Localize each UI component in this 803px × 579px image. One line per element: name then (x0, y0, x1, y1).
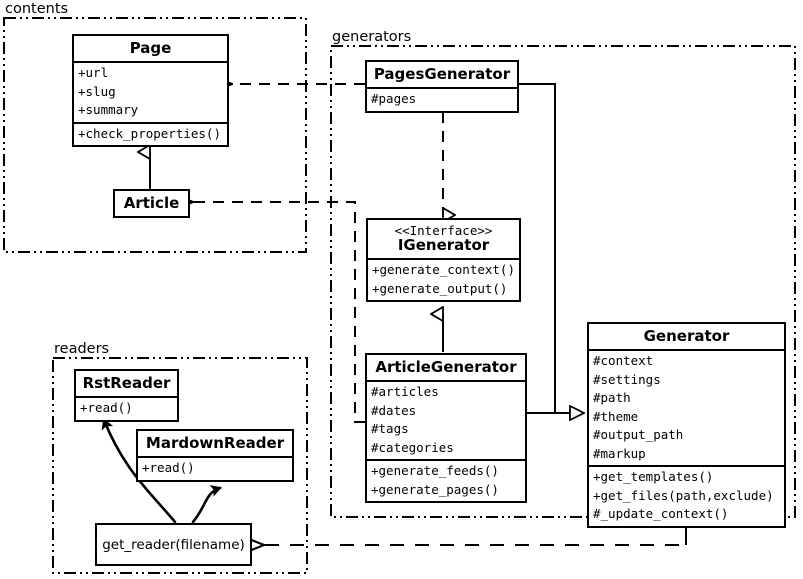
operation-row: +read() (142, 460, 195, 475)
attribute-row: #pages (371, 91, 417, 106)
class-name-article: Article (123, 194, 180, 212)
operations-compartment-rstreader: +read() (76, 396, 177, 420)
class-box-igenerator[interactable]: <<Interface>> IGenerator +generate_conte… (366, 218, 521, 303)
function-name-get-reader: get_reader(filename) (102, 536, 245, 553)
operation-row: +generate_context() (372, 262, 515, 278)
attribute-row: #path (593, 390, 631, 405)
attribute-row: #markup (593, 445, 646, 461)
class-box-article[interactable]: Article (113, 189, 190, 218)
operations-compartment-generator: +get_templates() +get_files(path,exclude… (589, 465, 784, 526)
package-label-generators: generators (331, 29, 414, 45)
operations-compartment-articlegenerator: +generate_feeds() +generate_pages() (367, 459, 525, 501)
class-name-generator: Generator (643, 327, 730, 345)
attribute-row: +slug (78, 83, 116, 99)
operation-row: +generate_pages() (371, 481, 499, 497)
operation-row: #_update_context() (593, 506, 729, 521)
class-box-rstreader[interactable]: RstReader +read() (74, 369, 179, 422)
attributes-compartment-generator: #context #settings #path #theme #output_… (589, 349, 784, 465)
attributes-compartment-page: +url +slug +summary (74, 61, 227, 122)
class-name-articlegenerator: ArticleGenerator (375, 358, 517, 376)
attributes-compartment-pagesgenerator: #pages (367, 87, 517, 111)
operations-compartment-page: +check_properties() (74, 121, 227, 146)
line-pagesgenerator-to-generator (519, 83, 584, 413)
operation-row: +get_files(path,exclude) (593, 487, 774, 503)
class-box-page[interactable]: Page +url +slug +summary +check_properti… (72, 34, 229, 147)
line-articlegenerator-to-article (193, 202, 365, 423)
operation-row: +check_properties() (78, 125, 221, 141)
attribute-row: #context (593, 353, 654, 368)
attribute-row: +summary (78, 102, 139, 117)
operation-row: +get_templates() (593, 469, 714, 484)
function-box-get-reader[interactable]: get_reader(filename) (95, 523, 252, 566)
class-box-pagesgenerator[interactable]: PagesGenerator #pages (365, 60, 519, 113)
operation-row: +generate_feeds() (371, 463, 499, 478)
attribute-row: #settings (593, 371, 661, 387)
attribute-row: #output_path (593, 427, 684, 442)
class-box-mardownreader[interactable]: MardownReader +read() (136, 429, 294, 482)
attribute-row: #dates (371, 402, 417, 418)
class-name-rstreader: RstReader (82, 374, 171, 392)
class-name-pagesgenerator: PagesGenerator (373, 65, 511, 83)
class-name-page: Page (129, 39, 172, 57)
attribute-row: #tags (371, 421, 409, 436)
attributes-compartment-articlegenerator: #articles #dates #tags #categories (367, 380, 525, 459)
class-stereotype-igenerator: <<Interface>> (394, 223, 493, 238)
package-label-readers: readers (53, 341, 112, 357)
class-box-articlegenerator[interactable]: ArticleGenerator #articles #dates #tags … (365, 353, 527, 503)
class-name-mardownreader: MardownReader (145, 434, 285, 452)
line-getreader-to-mardownreader (191, 488, 220, 524)
package-label-contents: contents (4, 1, 71, 17)
attribute-row: #articles (371, 384, 439, 399)
attribute-row: #theme (593, 408, 639, 424)
operations-compartment-igenerator: +generate_context() +generate_output() (368, 258, 519, 300)
operation-row: +read() (80, 400, 133, 415)
class-name-igenerator: IGenerator (397, 236, 490, 255)
operations-compartment-mardownreader: +read() (138, 456, 292, 480)
operation-row: +generate_output() (372, 280, 508, 296)
class-box-generator[interactable]: Generator #context #settings #path #them… (587, 322, 786, 528)
attribute-row: +url (78, 65, 109, 80)
attribute-row: #categories (371, 439, 454, 455)
